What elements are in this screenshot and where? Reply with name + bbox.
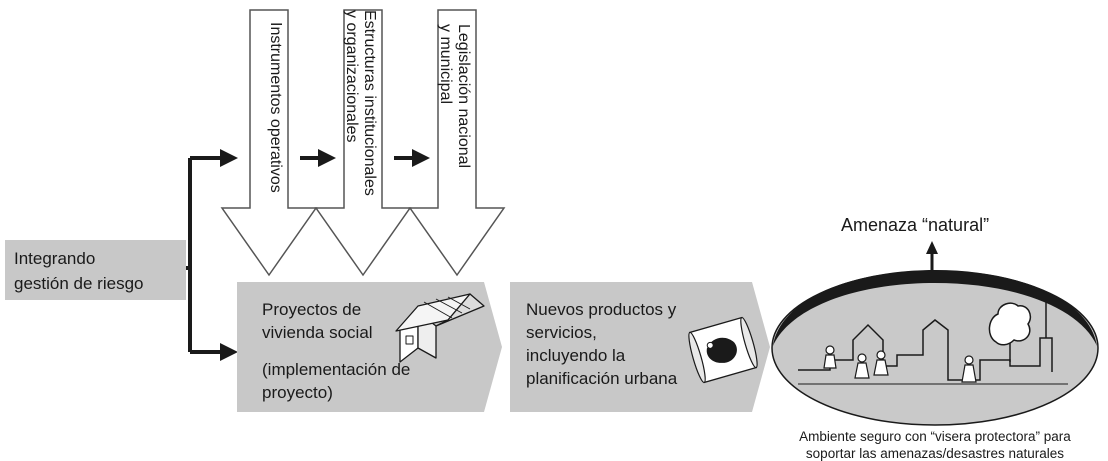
- inter-arrow-1: [300, 149, 336, 167]
- down-arrow-3: [408, 9, 506, 277]
- people-icons: [823, 345, 977, 383]
- chevron-1-line4: proyecto): [262, 383, 333, 402]
- chevron-2-line4: planificación urbana: [526, 369, 678, 388]
- connector-bracket: [186, 156, 226, 354]
- start-box-line2: gestión de riesgo: [14, 274, 143, 293]
- arrow-up-icon: [926, 241, 938, 254]
- down-arrow-2-label-line1: Estructuras institucionales: [361, 10, 378, 196]
- house-icon: [395, 293, 485, 363]
- map-scroll-icon: [688, 316, 758, 384]
- visor-shield-icon: [773, 270, 1097, 346]
- down-arrow-2-label-line2: y organizacionales: [343, 10, 360, 143]
- chevron-2-line3: incluyendo la: [526, 346, 626, 365]
- caption-line1: Ambiente seguro con “visera protectora” …: [799, 429, 1071, 444]
- town-scene: [798, 292, 1068, 385]
- down-arrow-3-label-line2: y municipal: [437, 24, 454, 104]
- chevron-1-line1: Proyectos de: [262, 300, 361, 319]
- inter-arrow-2: [394, 149, 430, 167]
- down-arrow-1-label-line1: Instrumentos operativos: [267, 22, 284, 193]
- arrow-right-icon: [220, 343, 238, 361]
- arrow-right-icon: [318, 149, 336, 167]
- chevron-1-line3: (implementación de: [262, 360, 410, 379]
- down-arrow-3-label-line1: Legislación nacional: [455, 24, 472, 168]
- start-box: [5, 240, 186, 300]
- arrow-right-icon: [412, 149, 430, 167]
- chevron-2-line2: servicios,: [526, 323, 597, 342]
- chevron-1-line2: vivienda social: [262, 323, 373, 342]
- down-arrow-2: [314, 9, 412, 277]
- down-arrow-1: [220, 9, 318, 277]
- start-box-line1: Integrando: [14, 249, 95, 268]
- chevron-2-line1: Nuevos productos y: [526, 300, 677, 319]
- arrow-right-icon: [220, 149, 238, 167]
- threat-label: Amenaza “natural”: [841, 215, 989, 235]
- caption-line2: soportar las amenazas/desastres naturale…: [806, 446, 1064, 461]
